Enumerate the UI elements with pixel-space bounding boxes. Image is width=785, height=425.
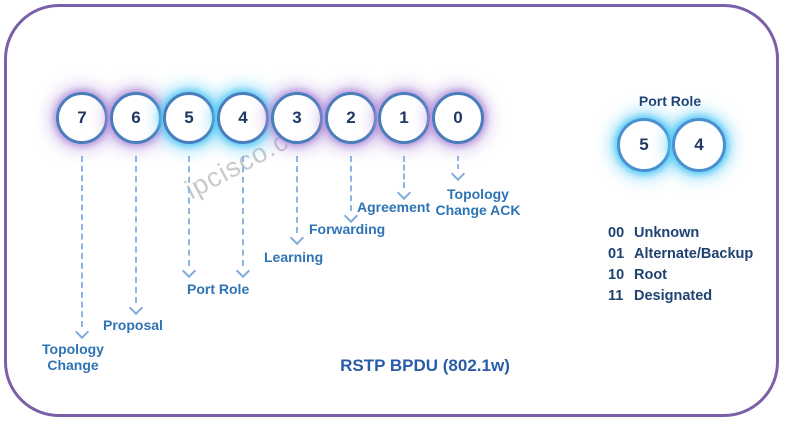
legend-meaning: Unknown bbox=[634, 225, 700, 241]
bit-circle-2: 2 bbox=[325, 92, 377, 144]
bit-value: 7 bbox=[77, 108, 87, 127]
bit-circle-7: 7 bbox=[56, 92, 108, 144]
arrow-bit7 bbox=[81, 156, 83, 327]
port-role-legend: 00 Unknown 01 Alternate/Backup 10 Root 1… bbox=[608, 223, 753, 307]
bit-circle-1: 1 bbox=[378, 92, 430, 144]
legend-meaning: Alternate/Backup bbox=[634, 246, 754, 262]
diagram-frame bbox=[4, 4, 779, 417]
bit-value: 0 bbox=[453, 108, 463, 127]
diagram-title: RSTP BPDU (802.1w) bbox=[340, 356, 510, 375]
legend-row: 00 Unknown bbox=[608, 223, 753, 244]
bit-value: 3 bbox=[292, 108, 302, 127]
label-line: Topology bbox=[447, 186, 509, 202]
bit-value: 4 bbox=[694, 135, 704, 154]
bit-circle-3: 3 bbox=[271, 92, 323, 144]
arrow-bit0 bbox=[457, 156, 459, 169]
legend-code: 10 bbox=[608, 267, 625, 283]
bit-circle-5: 5 bbox=[163, 92, 215, 144]
label-line: Topology bbox=[42, 341, 104, 357]
legend-code: 11 bbox=[608, 288, 624, 304]
bit-value: 5 bbox=[639, 135, 649, 154]
bit-circle-6: 6 bbox=[110, 92, 162, 144]
bit-value: 2 bbox=[346, 108, 356, 127]
bit-value: 5 bbox=[184, 108, 194, 127]
arrow-bit1 bbox=[403, 156, 405, 188]
label-learning: Learning bbox=[264, 249, 324, 265]
legend-code: 01 bbox=[608, 246, 625, 262]
arrow-bit2 bbox=[350, 156, 352, 211]
label-forwarding: Forwarding bbox=[309, 221, 386, 237]
legend-meaning: Designated bbox=[634, 288, 713, 304]
label-line: Change ACK bbox=[435, 202, 521, 218]
bit-circle-0: 0 bbox=[432, 92, 484, 144]
label-line: Change bbox=[47, 357, 99, 373]
arrow-bit5 bbox=[188, 156, 190, 266]
bit-value: 1 bbox=[399, 108, 409, 127]
label-agreement: Agreement bbox=[357, 199, 431, 215]
legend-meaning: Root bbox=[634, 267, 668, 283]
legend-code: 00 bbox=[608, 225, 625, 241]
legend-row: 01 Alternate/Backup bbox=[608, 244, 753, 265]
bit-value: 6 bbox=[131, 108, 141, 127]
bit-circle-4: 4 bbox=[217, 92, 269, 144]
port-role-bit-5: 5 bbox=[617, 118, 671, 172]
legend-row: 11 Designated bbox=[608, 286, 753, 307]
label-port-role: Port Role bbox=[187, 281, 250, 297]
arrow-bit6 bbox=[135, 156, 137, 303]
bit-value: 4 bbox=[238, 108, 248, 127]
arrow-bit3 bbox=[296, 156, 298, 233]
port-role-panel-title: Port Role bbox=[638, 93, 702, 109]
label-topology-change-ack: Topology Change ACK bbox=[430, 186, 526, 218]
label-proposal: Proposal bbox=[103, 317, 163, 333]
legend-row: 10 Root bbox=[608, 265, 753, 286]
port-role-bit-4: 4 bbox=[672, 118, 726, 172]
label-topology-change: Topology Change bbox=[28, 341, 118, 373]
arrow-bit4 bbox=[242, 156, 244, 266]
